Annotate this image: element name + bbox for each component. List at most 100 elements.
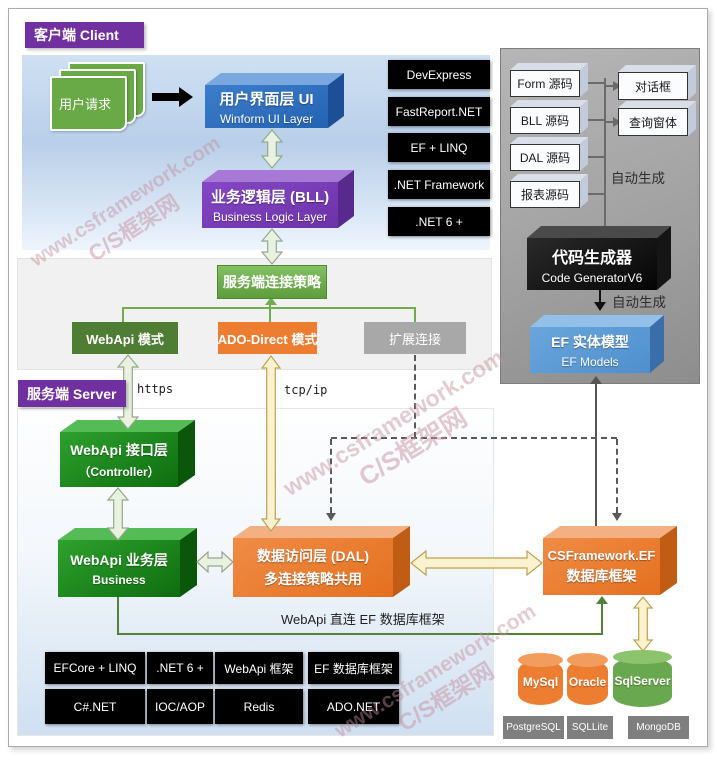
output-box-top (618, 101, 696, 108)
source-report-label: 报表源码 (520, 188, 569, 202)
ef-framework-title: CSFramework.EF (547, 547, 656, 563)
arrow-ef-sqlserver (632, 596, 654, 652)
sqlserver-cylinder: SqlServer (613, 650, 672, 707)
generator-line (604, 78, 606, 238)
code-generator-box-side (657, 226, 671, 290)
sqlserver-label: SqlServer (614, 673, 671, 688)
cylinder-cap (613, 650, 672, 664)
direct-connect-label: WebApi 直连 EF 数据库框架 (281, 612, 445, 627)
source-dal-label: DAL 源码 (519, 151, 571, 165)
generator-line (588, 82, 605, 84)
bll-layer-box: 业务逻辑层 (BLL) Business Logic Layer (202, 182, 338, 228)
ui-layer-subtitle: Winform UI Layer (219, 111, 314, 126)
arrow-controller-business (106, 487, 130, 541)
dal-subtitle: 多连接策略共用 (264, 571, 362, 587)
ef-models-box-top (530, 315, 664, 327)
direct-connect-line (601, 604, 603, 634)
code-generator-box: 代码生成器 Code GeneratorV6 (527, 238, 657, 290)
source-box-side (580, 63, 588, 97)
ef-models-title: EF 实体模型 (551, 333, 629, 350)
source-box-top (510, 174, 588, 181)
dal-title: 数据访问层 (DAL) (257, 548, 369, 564)
source-box-top (510, 63, 588, 70)
ef-models-subtitle: EF Models (561, 354, 619, 369)
bll-layer-subtitle: Business Logic Layer (212, 210, 328, 224)
generator-arrow-head (613, 81, 621, 91)
dal-layer-box: 数据访问层 (DAL) 多连接策略共用 (233, 538, 393, 597)
arrow-tcpip (260, 355, 282, 532)
auto-generate-label-2: 自动生成 (612, 295, 666, 310)
dashed-arrow-head (326, 513, 336, 521)
ui-layer-box: 用户界面层 UI Winform UI Layer (205, 85, 328, 128)
dashed-line (330, 439, 332, 513)
connector-line (122, 309, 124, 322)
output-box-side (688, 65, 696, 100)
client-header: 客户端 Client (25, 22, 144, 48)
generator-arrow-head (613, 117, 621, 127)
codegen-arrow-head (594, 302, 606, 311)
source-box-side (580, 137, 588, 171)
server-tech-redis: Redis (215, 689, 303, 724)
business-layer-box: WebApi 业务层 Business (58, 540, 180, 597)
output-dialog-box: 对话框 (618, 72, 688, 100)
strategy-box: 服务端连接策略 (217, 265, 327, 299)
ui-layer-box-top (205, 73, 344, 85)
source-form-label: Form 源码 (517, 77, 573, 91)
source-box-side (580, 174, 588, 208)
output-box-side (688, 101, 696, 136)
dal-box-side (393, 526, 410, 597)
output-query-box: 查询窗体 (618, 108, 688, 136)
server-tech-net6: .NET 6 + (147, 652, 213, 684)
server-tech-csharp: C#.NET (45, 689, 145, 724)
client-tech-netframework: .NET Framework (388, 170, 490, 199)
user-request-note: 用户请求 (50, 76, 127, 131)
ef-framework-box: CSFramework.EF 数据库框架 (543, 538, 660, 595)
direct-connect-arrow-head (596, 596, 608, 604)
https-label: https (137, 382, 174, 396)
efmodels-line (595, 384, 597, 530)
postgresql-chip: PostgreSQL (503, 716, 564, 739)
mysql-cylinder: MySql (518, 653, 563, 705)
controller-subtitle: （Controller） (78, 464, 160, 479)
cylinder-body (567, 660, 608, 705)
user-request-label: 用户请求 (59, 97, 112, 112)
source-dal-box: DAL 源码 (510, 144, 580, 171)
mongodb-chip: MongoDB (628, 716, 689, 739)
dal-box-top (233, 526, 410, 538)
dashed-line (414, 355, 416, 438)
ef-models-box-side (650, 315, 664, 373)
source-box-side (580, 100, 588, 134)
connector-line (414, 309, 416, 322)
cylinder-body (518, 660, 563, 705)
dashed-line (331, 437, 617, 439)
oracle-cylinder: Oracle (567, 653, 608, 705)
generator-line (606, 121, 615, 123)
cylinder-cap (518, 653, 563, 667)
ef-framework-subtitle: 数据库框架 (566, 567, 637, 584)
ui-layer-title: 用户界面层 UI (219, 90, 314, 108)
ef-framework-box-side (660, 526, 677, 595)
connector-line (269, 309, 271, 322)
business-box-top (58, 528, 197, 540)
controller-layer-box: WebApi 接口层 （Controller） (60, 432, 178, 487)
sqlite-chip: SQLLite (567, 716, 613, 739)
source-box-top (510, 137, 588, 144)
dashed-arrow-head (612, 513, 622, 521)
arrow-https (116, 354, 140, 430)
bll-layer-box-side (338, 170, 354, 228)
ui-layer-box-side (328, 73, 344, 128)
source-bll-label: BLL 源码 (520, 114, 570, 128)
server-tech-webapi: WebApi 框架 (215, 652, 303, 684)
generator-line (606, 85, 615, 87)
codegen-arrow-line (599, 290, 601, 303)
mode-webapi-box: WebApi 模式 (72, 322, 178, 354)
outer-frame (8, 8, 708, 747)
connector-line (122, 307, 416, 309)
efmodels-arrow-head (590, 376, 602, 384)
request-arrow-head (179, 87, 193, 107)
code-generator-title: 代码生成器 (551, 249, 632, 267)
output-dialog-label: 对话框 (634, 79, 671, 94)
client-tech-net6: .NET 6 + (388, 207, 490, 236)
source-box-top (510, 100, 588, 107)
